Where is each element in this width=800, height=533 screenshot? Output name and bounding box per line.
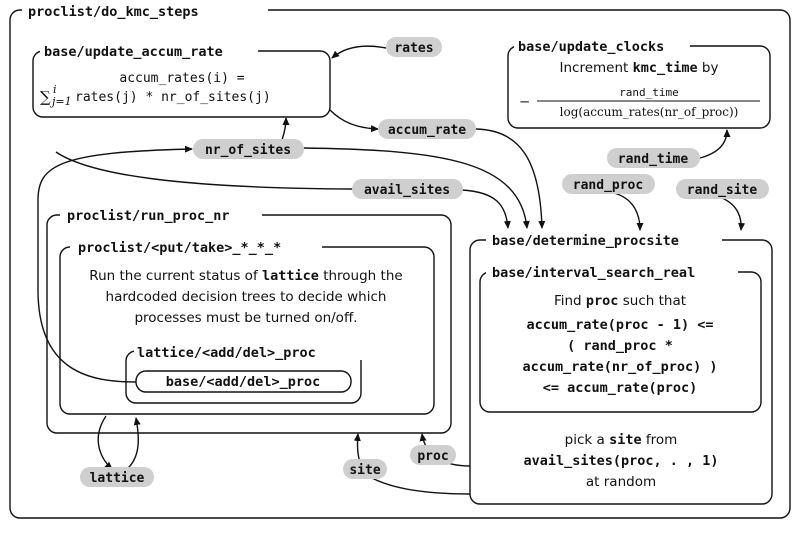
update-clocks-title: base/update_clocks: [518, 39, 664, 55]
edge-rand-proc-to-determine: [613, 192, 644, 231]
base-add-del-title: base/<add/del>_proc: [166, 374, 320, 390]
determine-procsite-title: base/determine_procsite: [492, 233, 679, 249]
rand-proc-label: rand_proc: [573, 178, 643, 193]
edge-rand-time-to-update-clocks: [699, 129, 731, 159]
rand-time-label: rand_time: [618, 152, 689, 167]
put-take-desc-line2: hardcoded decision trees to decide which: [106, 289, 387, 305]
interval-line3: ( rand_proc *: [567, 338, 673, 354]
interval-line2: accum_rate(proc - 1) <=: [527, 317, 714, 333]
var-nr-of-sites: nr_of_sites: [193, 139, 304, 159]
interval-line4: accum_rate(nr_of_proc) ): [522, 359, 717, 375]
edge-base-add-del-to-nr-of-sites: [37, 145, 193, 383]
increment-label: Increment: [559, 60, 632, 76]
edge-rates-to-update-accum: [331, 45, 387, 59]
var-rand-site: rand_site: [676, 179, 769, 199]
fraction-denominator: log(accum_rates(nr_of_proc)): [560, 105, 739, 119]
accum-rates-formula-line1: accum_rates(i) =: [119, 71, 244, 86]
base-add-del-box: base/<add/del>_proc: [135, 370, 352, 393]
edge-determine-to-site: [353, 433, 471, 495]
update-accum-rate-title: base/update_accum_rate: [44, 44, 223, 60]
nr-of-sites-label: nr_of_sites: [205, 143, 291, 158]
proc-label: proc: [417, 449, 448, 464]
add-del-proc-title: lattice/<add/del>_proc: [137, 345, 316, 361]
pick-site-line3: at random: [586, 474, 656, 490]
proc-code: proc: [586, 293, 619, 309]
edge-avail-sites-to-determine: [461, 189, 511, 229]
lattice-code: lattice: [262, 268, 319, 284]
rand-site-label: rand_site: [687, 183, 758, 198]
var-rand-proc: rand_proc: [562, 174, 655, 194]
var-proc: proc: [410, 445, 456, 465]
accum-rate-label: accum_rate: [388, 123, 466, 138]
minus-sign: −: [519, 94, 530, 110]
interval-line5: <= accum_rate(proc): [543, 380, 697, 396]
var-lattice: lattice: [80, 467, 154, 487]
update-clocks-box: base/update_clocks Increment kmc_time by…: [507, 37, 771, 129]
interval-search-box: base/interval_search_real Find proc such…: [479, 263, 762, 413]
by-label: by: [698, 60, 719, 76]
find-proc-line: Find proc such that: [554, 293, 686, 309]
edge-base-add-del-to-avail-sites: [55, 151, 353, 190]
increment-text: Increment kmc_time by: [559, 60, 718, 76]
var-rand-time: rand_time: [607, 148, 700, 168]
kmc-time-code: kmc_time: [633, 60, 698, 76]
edge-nr-of-sites-to-update-accum: [281, 117, 290, 141]
edge-nr-of-sites-to-determine: [303, 147, 530, 229]
interval-search-title: base/interval_search_real: [492, 265, 695, 281]
fraction-numerator: rand_time: [619, 86, 679, 99]
edge-run-proc-to-lattice: [97, 415, 113, 470]
edge-accum-rate-to-determine: [475, 128, 546, 229]
var-accum-rate: accum_rate: [378, 119, 476, 139]
put-take-desc-line3: processes must be turned on/off.: [134, 310, 357, 326]
site-code: site: [609, 432, 642, 448]
run-proc-nr-title: proclist/run_proc_nr: [67, 208, 230, 224]
edge-rand-site-to-determine: [721, 197, 746, 231]
var-site: site: [343, 459, 387, 479]
sum-symbol: ∑: [40, 88, 51, 106]
pick-site-line2: avail_sites(proc, . , 1): [523, 453, 718, 469]
rates-label: rates: [394, 41, 433, 56]
sum-upper-limit: i: [53, 83, 57, 96]
put-take-title: proclist/<put/take>_*_*_*: [78, 240, 281, 256]
edge-update-accum-to-accum-rate: [329, 109, 379, 133]
update-accum-rate-box: base/update_accum_rate accum_rates(i) = …: [32, 42, 331, 118]
accum-rates-formula-line2: rates(j) * nr_of_sites(j): [75, 90, 271, 105]
var-rates: rates: [386, 37, 442, 57]
lattice-label: lattice: [90, 471, 145, 486]
pick-site-line1: pick a site from: [565, 432, 678, 448]
edges: [37, 45, 746, 495]
put-take-desc-line1: Run the current status of lattice throug…: [89, 268, 402, 284]
edge-lattice-to-run-proc: [125, 417, 141, 471]
site-label: site: [349, 463, 380, 478]
avail-sites-label: avail_sites: [364, 183, 450, 198]
sum-lower-limit: j=1: [49, 95, 72, 108]
var-avail-sites: avail_sites: [352, 179, 463, 199]
outer-title: proclist/do_kmc_steps: [28, 4, 199, 20]
